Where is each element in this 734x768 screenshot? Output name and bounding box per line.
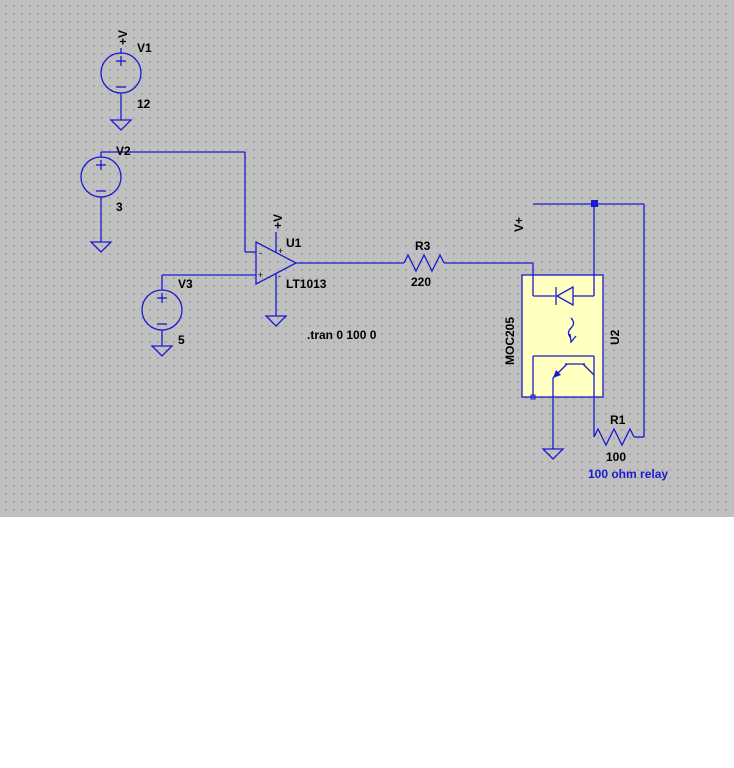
opamp-supply-plus-pin: + bbox=[278, 246, 283, 256]
optocoupler-u2[interactable] bbox=[521, 204, 604, 460]
schematic-canvas[interactable] bbox=[0, 0, 734, 517]
spice-directive[interactable]: .tran 0 100 0 bbox=[307, 328, 377, 342]
opamp-u1[interactable] bbox=[255, 232, 404, 327]
v2-name: V2 bbox=[116, 144, 131, 158]
opamp-plus-pin: + bbox=[258, 270, 263, 280]
r1-value: 100 bbox=[606, 450, 626, 464]
ground-symbol bbox=[264, 315, 288, 327]
r1-name: R1 bbox=[610, 413, 626, 427]
v2-value: 3 bbox=[116, 200, 123, 214]
light-wave-icon bbox=[567, 317, 575, 339]
v3-value: 5 bbox=[178, 333, 185, 347]
opamp-triangle bbox=[255, 240, 298, 286]
u2-name: U2 bbox=[608, 329, 622, 345]
resistor-zigzag bbox=[403, 253, 445, 273]
voltage-source-v2[interactable] bbox=[80, 151, 256, 253]
pin-marker bbox=[530, 394, 536, 400]
light-arrow-icon bbox=[569, 333, 577, 344]
v3-name: V3 bbox=[178, 277, 193, 291]
v1-name: V1 bbox=[137, 41, 152, 55]
resistor-zigzag bbox=[593, 427, 635, 447]
opamp-minus-pin: - bbox=[259, 248, 262, 258]
v1-supply-flag: +V bbox=[116, 30, 130, 45]
v1-value: 12 bbox=[137, 97, 151, 111]
optocoupler-body bbox=[521, 274, 604, 398]
resistor-r3[interactable] bbox=[403, 253, 534, 275]
r3-value: 220 bbox=[411, 275, 431, 289]
ground-symbol bbox=[541, 448, 565, 460]
r1-comment: 100 ohm relay bbox=[588, 467, 668, 481]
emitter-arrow-icon bbox=[553, 370, 561, 378]
transistor-collector bbox=[582, 363, 595, 376]
u1-name: U1 bbox=[286, 236, 302, 250]
schematic-drawing: +V V1 12 V2 3 V3 5 - + + - +V U bbox=[80, 30, 668, 481]
r3-name: R3 bbox=[415, 239, 431, 253]
u1-model: LT1013 bbox=[286, 277, 327, 291]
voltage-source-v1[interactable] bbox=[100, 48, 142, 131]
u1-supply-flag: +V bbox=[271, 214, 285, 229]
resistor-r1[interactable] bbox=[593, 427, 644, 447]
u2-supply-flag: V+ bbox=[512, 217, 526, 232]
u2-model: MOC205 bbox=[503, 317, 517, 365]
voltage-source-v3[interactable] bbox=[141, 274, 256, 357]
ground-symbol bbox=[150, 345, 174, 357]
ground-symbol bbox=[109, 119, 133, 131]
junction-dot bbox=[591, 200, 598, 207]
opamp-supply-minus-pin: - bbox=[278, 271, 281, 281]
ground-symbol bbox=[89, 241, 113, 253]
